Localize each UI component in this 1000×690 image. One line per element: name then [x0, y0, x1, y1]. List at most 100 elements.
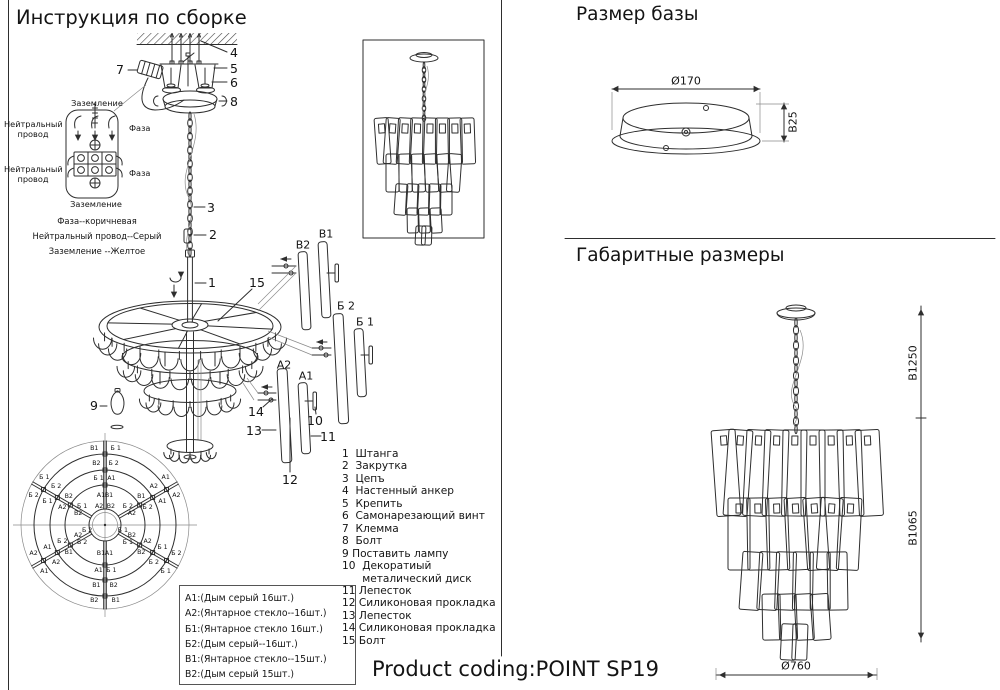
- topview-label: В2: [73, 509, 83, 517]
- topview-label: Б 1: [76, 502, 88, 510]
- parts-list-item: 2 Закрутка: [342, 460, 408, 473]
- topview-label: А2: [149, 482, 159, 490]
- chain-and-rod: [169, 111, 253, 323]
- topview-label: В1: [137, 492, 146, 500]
- topview-label: Б 1: [157, 544, 168, 552]
- legend-item: Б2:(Дым серый--16шт.): [185, 638, 298, 650]
- overall-drawing: [710, 304, 927, 680]
- neutral-label-top: Нейтральный провод: [4, 119, 63, 140]
- legend-item: B1:(Янтарное стекло--15шт.): [185, 654, 327, 666]
- parts-list-item: 15 Болт: [342, 634, 386, 647]
- topview-label: Б 2: [122, 502, 134, 510]
- topview-label: В1: [104, 492, 114, 500]
- petal-label: Б 1: [355, 315, 375, 329]
- wiring-detail: [65, 84, 147, 199]
- overall-size-title: Габаритные размеры: [576, 245, 785, 266]
- topview-label: В2: [92, 459, 101, 467]
- topview-label: Б 1: [110, 444, 121, 452]
- topview-label: Б 2: [81, 527, 93, 535]
- callout-number-4: 4: [230, 44, 238, 60]
- topview-label: Б 1: [39, 473, 50, 481]
- panel-borders: [8, 0, 996, 690]
- petal-label: А2: [276, 358, 292, 372]
- phase-label-top: Фаза: [129, 123, 151, 133]
- topview-label: В1: [90, 444, 99, 452]
- glass-legend-box: [179, 585, 356, 685]
- parts-list-item: 9 Поставить лампу: [342, 547, 449, 560]
- topview-label: А2: [127, 509, 137, 517]
- petal-label: Б 2: [336, 299, 356, 313]
- overall-diameter-label: Ø760: [781, 659, 811, 673]
- phase-label-bottom: Фаза: [129, 168, 151, 178]
- topview-label: Б 2: [148, 559, 160, 567]
- parts-list-item: 13 Лепесток: [342, 609, 412, 622]
- topview-label: Б 1: [117, 527, 129, 535]
- topview-label: В1: [96, 549, 106, 557]
- topview-label: В2: [137, 549, 146, 557]
- parts-list-item: 7 Клемма: [342, 522, 399, 535]
- product-coding: Product coding:POINT SP19: [372, 657, 659, 681]
- upper-height-label: B1250: [906, 345, 920, 381]
- page-title: Инструкция по сборке: [16, 6, 247, 29]
- callout-number-13: 13: [246, 422, 262, 438]
- topview-label: Б 1: [160, 568, 171, 576]
- topview-label: В1: [64, 549, 73, 557]
- callout-number-5: 5: [230, 60, 238, 76]
- legend-item: Б1:(Янтарное стекло 16шт.): [185, 623, 323, 635]
- parts-list-item: металический диск: [342, 572, 472, 585]
- wire-color-line: Заземление --Желтое: [48, 246, 146, 256]
- ground-label-bottom: Заземление: [70, 198, 122, 209]
- wire-color-line: Фаза--коричневая: [57, 216, 137, 226]
- glass-legend: A1:(Дым серый 16шт.)A2:(Янтарное стекло-…: [185, 591, 327, 683]
- callout-number-12: 12: [282, 471, 298, 487]
- callout-number-15: 15: [249, 274, 265, 290]
- topview-label: В2: [64, 492, 73, 500]
- topview-label: А1: [107, 475, 116, 483]
- topview-label: В2: [109, 582, 118, 590]
- callout-number-2: 2: [209, 226, 217, 242]
- topview-label: Б 2: [50, 482, 62, 490]
- topview-label: В1: [92, 582, 101, 590]
- callout-number-10: 10: [307, 412, 323, 428]
- top-view-diagram: [13, 433, 197, 617]
- topview-label: А1: [104, 549, 114, 557]
- topview-label: Б 1: [42, 497, 53, 505]
- topview-label: А2: [29, 549, 38, 557]
- base-size-title: Размер базы: [576, 4, 699, 25]
- topview-label: Б 2: [171, 549, 182, 557]
- topview-label: А1: [43, 544, 52, 552]
- topview-label: А2: [143, 538, 152, 546]
- topview-label: Б 2: [57, 538, 68, 546]
- callout-number-7: 7: [116, 61, 124, 77]
- petal-label: B2: [295, 238, 311, 252]
- topview-label: Б 2: [76, 538, 88, 546]
- petal-label: А1: [298, 369, 314, 383]
- topview-label: В1: [111, 597, 120, 605]
- parts-list-item: 10 Декоратиый: [342, 560, 432, 573]
- topview-label: Б 2: [108, 459, 119, 467]
- neutral-label-bottom: Нейтральный провод: [4, 164, 63, 185]
- topview-label: Б 2: [28, 491, 39, 499]
- callout-number-14: 14: [248, 403, 264, 419]
- topview-label: Б 1: [93, 475, 104, 483]
- topview-label: А2: [58, 503, 67, 511]
- parts-list-item: 3 Цепъ: [342, 472, 385, 485]
- parts-list-item: 4 Настенный анкер: [342, 485, 454, 498]
- topview-label: А2: [172, 491, 181, 499]
- topview-label: Б 1: [122, 538, 134, 546]
- callout-number-6: 6: [230, 74, 238, 90]
- callout-number-3: 3: [207, 199, 215, 215]
- topview-label: В2: [127, 531, 137, 539]
- parts-list-item: 11 Лепесток: [342, 584, 412, 597]
- assembled-view-box: [362, 39, 485, 246]
- legend-item: A1:(Дым серый 16шт.): [185, 593, 295, 604]
- parts-list-item: 5 Крепить: [342, 497, 403, 510]
- callout-number-9: 9: [90, 397, 98, 413]
- parts-list-item: 12 Силиконовая прокладка: [342, 597, 496, 610]
- frame-wheel: [93, 300, 287, 464]
- topview-label: А1: [158, 497, 167, 505]
- mounting-detail: [127, 33, 238, 114]
- topview-label: Б 1: [106, 566, 117, 574]
- callout-number-11: 11: [320, 428, 336, 444]
